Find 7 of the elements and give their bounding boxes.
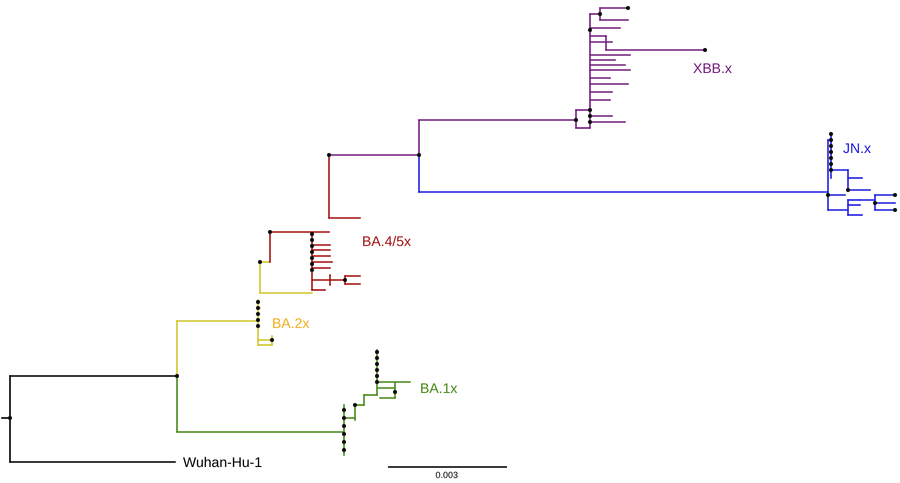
- clade-label: XBB.x: [693, 61, 732, 76]
- scale-bar-label: 0.003: [436, 471, 458, 481]
- clade-label: BA.1x: [420, 381, 458, 396]
- clade-label: BA.2x: [272, 316, 310, 332]
- taxon-label: Wuhan-Hu-1: [183, 455, 262, 470]
- clade-label: BA.4/5x: [362, 234, 412, 250]
- clade-label: JN.x: [843, 141, 871, 156]
